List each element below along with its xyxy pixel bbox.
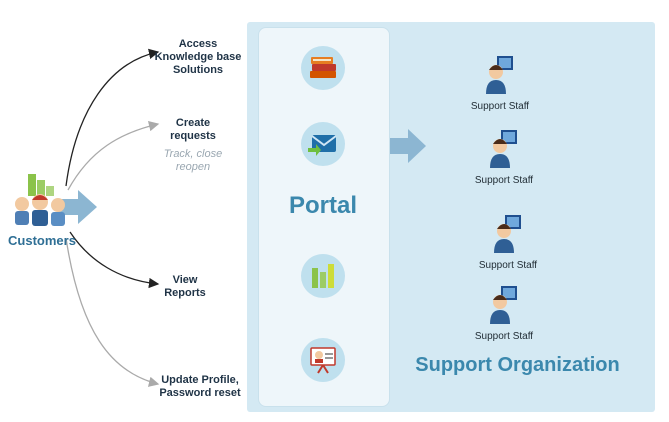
- support-organization-title: Support Organization: [415, 354, 620, 376]
- customers-label: Customers: [8, 233, 76, 248]
- portal-to-org-arrow: [390, 129, 426, 163]
- support-staff-icon: [494, 215, 521, 253]
- support-staff-3: Support Staff: [463, 213, 553, 271]
- support-staff-icon: [490, 286, 517, 324]
- support-staff-4: Support Staff: [459, 284, 549, 342]
- action-label-reports: View Reports: [164, 274, 206, 299]
- action-label-profile: Update Profile, Password reset: [159, 374, 241, 399]
- connector-profile: [65, 237, 160, 387]
- profile-board-icon: [301, 338, 345, 382]
- support-staff-icon: [490, 130, 517, 168]
- support-staff-icon: [486, 56, 513, 94]
- portal-title: Portal: [288, 192, 357, 219]
- support-staff-label: Support Staff: [478, 260, 538, 271]
- connector-knowledge: [65, 48, 160, 187]
- bar-chart-icon: [301, 254, 345, 298]
- email-icon: [301, 122, 345, 166]
- action-label-requests: Create requests: [170, 117, 216, 142]
- support-staff-label: Support Staff: [470, 101, 530, 112]
- connector-requests: [67, 121, 160, 191]
- customers-to-portal-arrow: [58, 190, 97, 224]
- support-staff-2: Support Staff: [459, 128, 549, 186]
- connector-reports: [69, 231, 160, 289]
- action-sublabel-requests: Track, close reopen: [163, 148, 223, 173]
- support-staff-label: Support Staff: [474, 331, 534, 342]
- action-label-knowledge: Access Knowledge base Solutions: [154, 38, 242, 76]
- customers-group-icon: [10, 172, 70, 230]
- support-staff-1: Support Staff: [455, 54, 545, 112]
- support-staff-label: Support Staff: [474, 175, 534, 186]
- books-icon: [301, 46, 345, 90]
